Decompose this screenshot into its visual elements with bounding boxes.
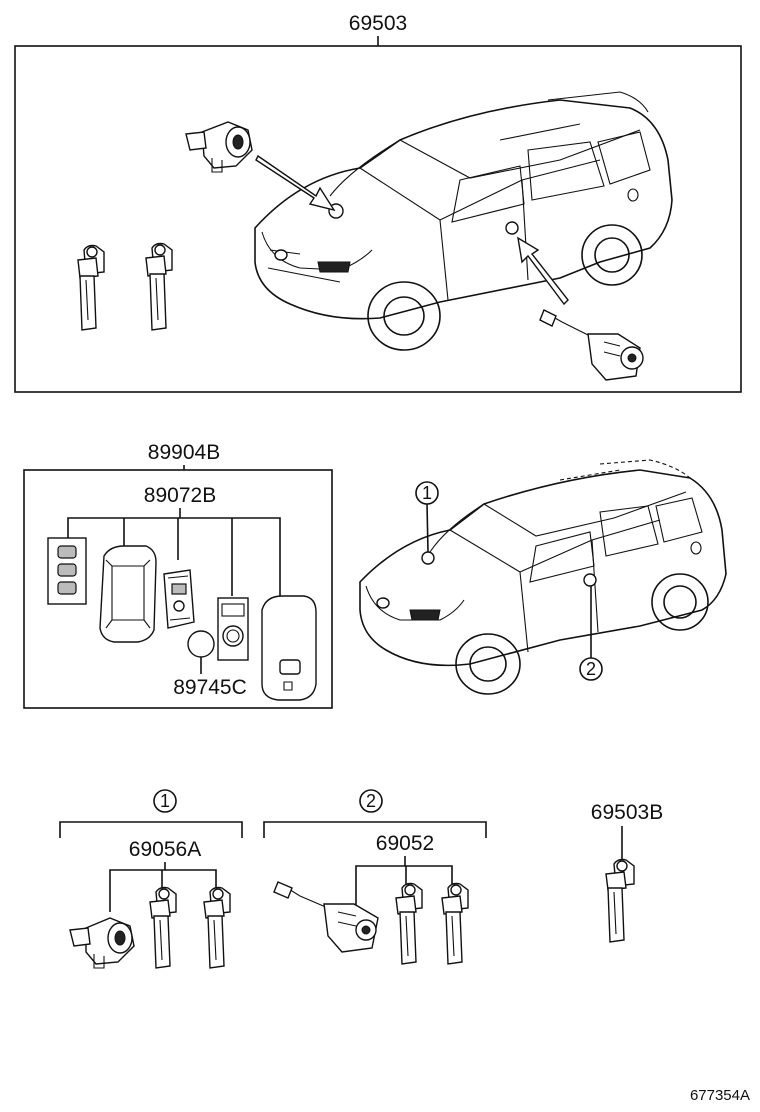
label-69052: 69052 xyxy=(376,832,434,855)
arrow-to-hood xyxy=(255,154,336,212)
key-top-2 xyxy=(145,242,173,331)
callout-1-bottom-text: 1 xyxy=(160,791,170,811)
leader-69056a-bracket xyxy=(109,869,217,912)
callout-1-bottom xyxy=(153,789,177,813)
label-69503: 69503 xyxy=(349,12,407,35)
key-g1-1 xyxy=(149,886,177,969)
top-group-frame xyxy=(14,45,742,393)
callout-2-top-text: 2 xyxy=(586,659,596,679)
label-89745c: 89745C xyxy=(173,676,247,699)
fob-shell xyxy=(261,595,317,701)
battery-holder xyxy=(217,597,249,661)
arrow-to-door xyxy=(517,236,569,306)
label-89072b: 89072B xyxy=(144,484,216,507)
label-69503b: 69503B xyxy=(591,801,663,824)
callout-1-leader xyxy=(426,503,429,553)
group-2-bracket xyxy=(263,821,487,838)
leader-69052-bracket xyxy=(355,865,453,908)
label-89904b: 89904B xyxy=(148,441,220,464)
leader-89072b-bracket xyxy=(67,517,281,596)
door-lock-cylinder-bottom xyxy=(273,881,379,953)
group-1-bracket xyxy=(59,821,243,838)
vehicle-top xyxy=(254,91,673,351)
key-set-frame xyxy=(23,469,333,709)
door-lock-cylinder-top xyxy=(539,309,644,381)
transmitter-frame xyxy=(99,545,157,643)
key-g1-2 xyxy=(203,886,231,969)
label-69056a: 69056A xyxy=(129,838,201,861)
figure-id: 677354A xyxy=(690,1087,750,1104)
key-g2-1 xyxy=(395,882,423,965)
button-pad xyxy=(47,537,87,605)
circuit-board xyxy=(163,569,195,629)
callout-2-bottom xyxy=(359,789,383,813)
key-g2-2 xyxy=(441,882,469,965)
callout-2-bottom-text: 2 xyxy=(366,791,376,811)
ignition-cylinder-top xyxy=(185,121,253,173)
key-single xyxy=(605,858,635,943)
ignition-cylinder-bottom xyxy=(69,917,135,969)
callout-1-top-text: 1 xyxy=(422,483,432,503)
battery-coin xyxy=(187,630,215,658)
vehicle-middle xyxy=(359,459,727,695)
key-top-1 xyxy=(77,244,105,331)
